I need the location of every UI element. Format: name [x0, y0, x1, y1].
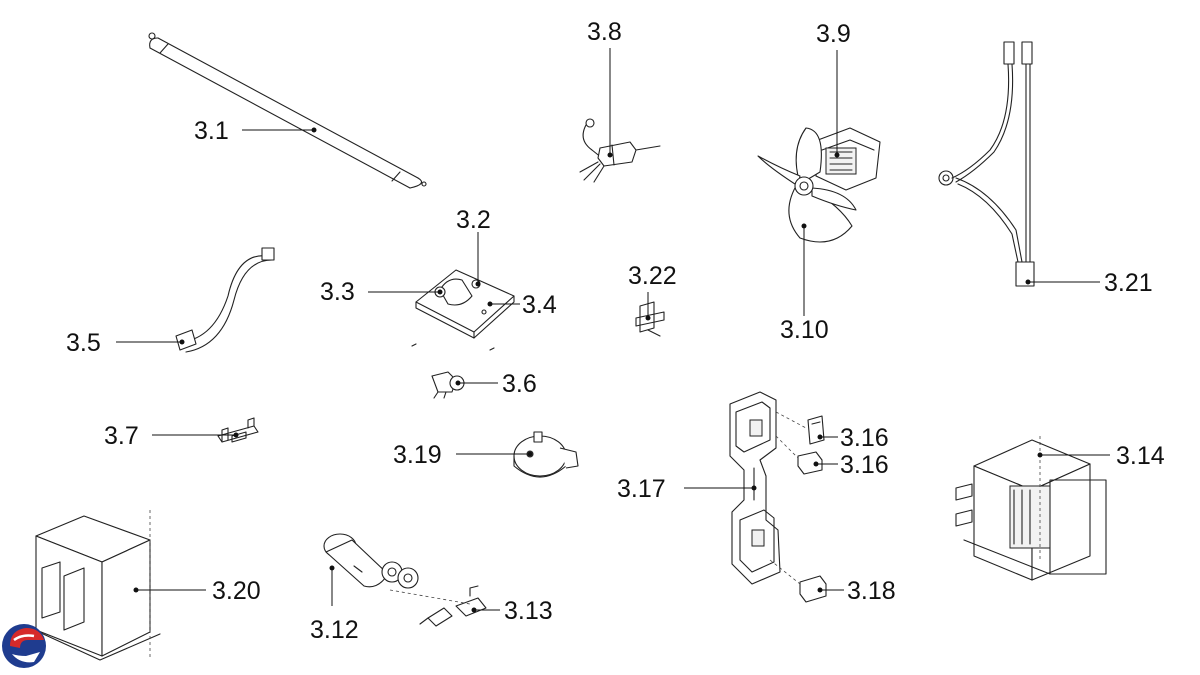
part-3-16-switch-upper	[807, 415, 825, 445]
label-3-18: 3.18	[847, 577, 896, 605]
label-3-17: 3.17	[617, 475, 666, 503]
label-3-4: 3.4	[522, 291, 557, 319]
part-3-5-cable	[175, 247, 275, 353]
part-3-8-fuse-holder	[579, 118, 661, 183]
label-3-21: 3.21	[1104, 269, 1153, 297]
part-3-14-transformer	[955, 436, 1107, 581]
part-3-7-clip	[217, 417, 259, 443]
part-3-1-tube	[148, 32, 427, 189]
label-3-12: 3.12	[310, 616, 359, 644]
label-3-3: 3.3	[320, 278, 355, 306]
label-3-22: 3.22	[628, 262, 677, 290]
leader-lines	[116, 48, 1110, 613]
part-3-4-switch-bracket	[411, 269, 515, 351]
label-3-13: 3.13	[504, 597, 553, 625]
part-3-21-wire-harness	[938, 41, 1035, 287]
label-3-1: 3.1	[194, 117, 229, 145]
part-3-20-transformer	[29, 510, 161, 661]
part-3-9-fan-motor	[815, 127, 881, 191]
brand-logo-icon	[2, 624, 46, 668]
label-3-6: 3.6	[502, 370, 537, 398]
label-3-16-lower: 3.16	[840, 451, 889, 479]
label-3-10: 3.10	[780, 316, 829, 344]
label-3-7: 3.7	[104, 422, 139, 450]
label-3-5: 3.5	[66, 329, 101, 357]
part-3-19-turntable-motor	[513, 431, 579, 478]
part-3-13-diode	[419, 585, 487, 627]
label-3-14: 3.14	[1116, 442, 1165, 470]
part-3-12-capacitor	[323, 533, 419, 589]
label-3-2: 3.2	[456, 206, 491, 234]
label-3-8: 3.8	[587, 18, 622, 46]
part-3-18-switch	[799, 575, 827, 603]
part-3-16-switch-lower	[797, 451, 823, 475]
label-3-19: 3.19	[393, 441, 442, 469]
label-3-9: 3.9	[816, 20, 851, 48]
label-3-20: 3.20	[212, 577, 261, 605]
label-3-16-upper: 3.16	[840, 424, 889, 452]
